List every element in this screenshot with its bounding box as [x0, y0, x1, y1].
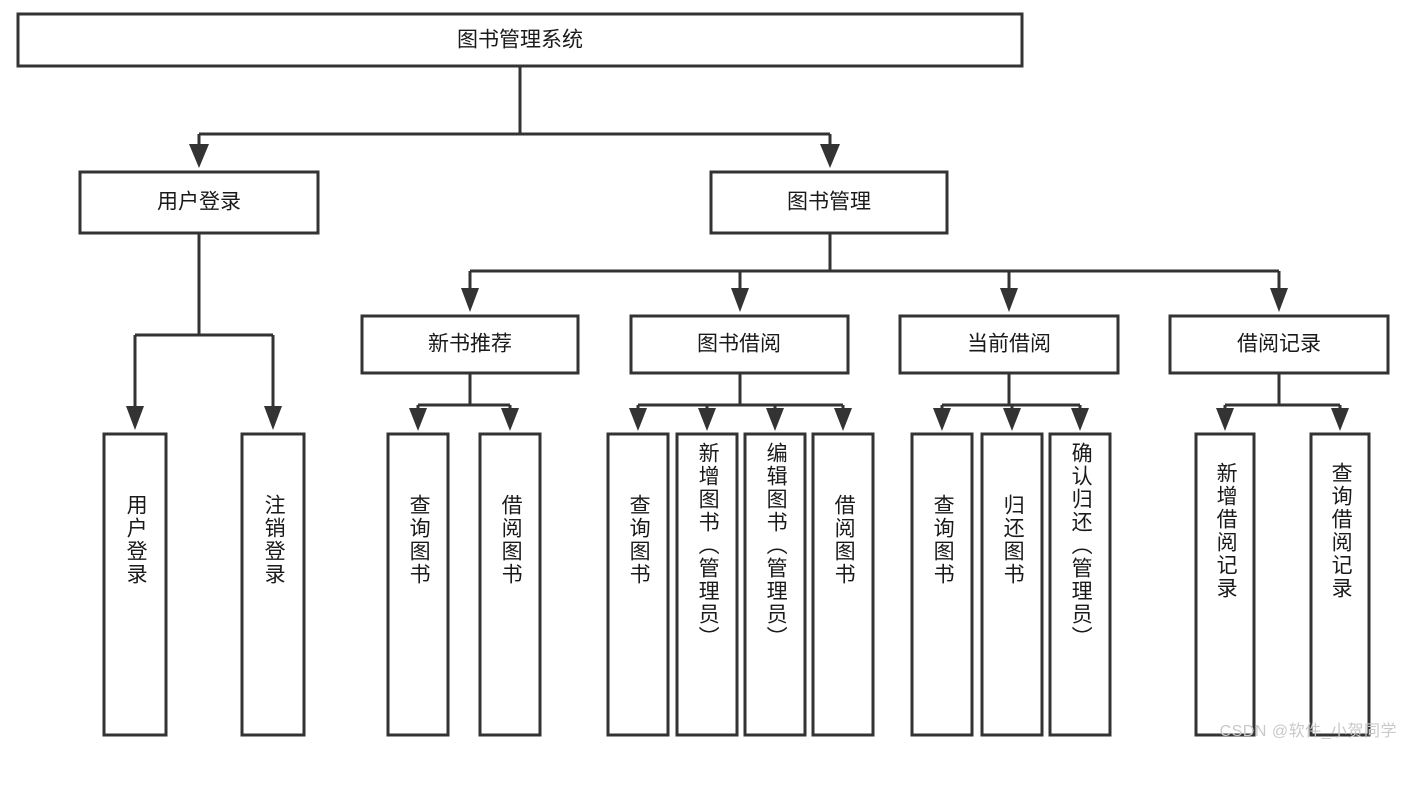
arrow-head-icon — [1216, 408, 1234, 431]
node-root[interactable]: 图书管理系统 — [16, 12, 1024, 68]
leaf-box-query-book-2[interactable] — [606, 432, 670, 737]
csdn-watermark: CSDN @软件_小贺同学 — [1219, 723, 1397, 740]
connector-bookborrow-to-leaves — [629, 373, 852, 431]
connector-root-to-level1 — [189, 66, 840, 168]
leaf-box-add-borrow-record[interactable] — [1194, 432, 1256, 737]
leaf-box-query-borrow-record[interactable] — [1309, 432, 1371, 737]
node-user-login-box[interactable] — [78, 170, 320, 235]
node-current-borrow-label: 当前借阅 — [967, 333, 1051, 356]
node-root-label: 图书管理系统 — [457, 29, 583, 52]
connector-borrowrecord-to-leaves — [1216, 373, 1349, 431]
diagram-canvas: 图书管理系统 用户登录 图书管理 新书推荐 图书借阅 当前借阅 借阅记录 — [16, 12, 1397, 740]
node-user-login-label: 用户登录 — [157, 191, 241, 214]
arrow-head-icon — [1270, 288, 1288, 312]
connector-bookmgmt-to-level2 — [461, 233, 1288, 312]
arrow-head-icon — [264, 406, 282, 430]
leaf-boxes — [102, 432, 1371, 737]
leaf-box-add-book-admin[interactable] — [675, 432, 739, 737]
leaf-box-user-login[interactable] — [102, 432, 168, 737]
leaf-box-edit-book-admin[interactable] — [743, 432, 807, 737]
leaf-box-confirm-return-admin[interactable] — [1048, 432, 1112, 737]
node-book-borrow-label: 图书借阅 — [697, 333, 781, 356]
arrow-head-icon — [409, 408, 427, 431]
connector-newbook-to-leaves — [409, 373, 519, 431]
node-book-management[interactable]: 图书管理 — [709, 170, 949, 235]
node-borrow-record[interactable]: 借阅记录 — [1168, 314, 1390, 375]
leaf-box-return-book[interactable] — [980, 432, 1044, 737]
node-book-management-label: 图书管理 — [787, 191, 871, 214]
node-current-borrow[interactable]: 当前借阅 — [898, 314, 1120, 375]
node-new-book-recommend-label: 新书推荐 — [428, 333, 512, 356]
node-book-borrow[interactable]: 图书借阅 — [629, 314, 850, 375]
leaf-box-borrow-book-1[interactable] — [478, 432, 542, 737]
node-book-management-box[interactable] — [709, 170, 949, 235]
node-borrow-record-box[interactable] — [1168, 314, 1390, 375]
arrow-head-icon — [189, 144, 209, 168]
node-borrow-record-label: 借阅记录 — [1237, 333, 1321, 356]
arrow-head-icon — [766, 408, 784, 431]
arrow-head-icon — [501, 408, 519, 431]
arrow-head-icon — [126, 406, 144, 430]
arrow-head-icon — [834, 408, 852, 431]
arrow-head-icon — [461, 288, 479, 312]
leaf-box-query-book-3[interactable] — [910, 432, 974, 737]
arrow-head-icon — [1000, 288, 1018, 312]
arrow-head-icon — [698, 408, 716, 431]
arrow-head-icon — [1071, 408, 1089, 431]
node-new-book-recommend-box[interactable] — [360, 314, 580, 375]
node-current-borrow-box[interactable] — [898, 314, 1120, 375]
node-root-box[interactable] — [16, 12, 1024, 68]
node-book-borrow-box[interactable] — [629, 314, 850, 375]
node-new-book-recommend[interactable]: 新书推荐 — [360, 314, 580, 375]
leaf-box-query-book-1[interactable] — [386, 432, 450, 737]
node-user-login[interactable]: 用户登录 — [78, 170, 320, 235]
arrow-head-icon — [731, 288, 749, 312]
arrow-head-icon — [933, 408, 951, 431]
arrow-head-icon — [1003, 408, 1021, 431]
arrow-head-icon — [629, 408, 647, 431]
leaf-box-borrow-book-2[interactable] — [811, 432, 875, 737]
connector-currentborrow-to-leaves — [933, 373, 1089, 431]
diagram-svg: 图书管理系统 用户登录 图书管理 新书推荐 图书借阅 当前借阅 借阅记录 — [16, 12, 1390, 737]
connector-userlogin-to-leaves — [126, 233, 282, 430]
arrow-head-icon — [820, 144, 840, 168]
leaf-box-logout[interactable] — [240, 432, 306, 737]
arrow-head-icon — [1331, 408, 1349, 431]
